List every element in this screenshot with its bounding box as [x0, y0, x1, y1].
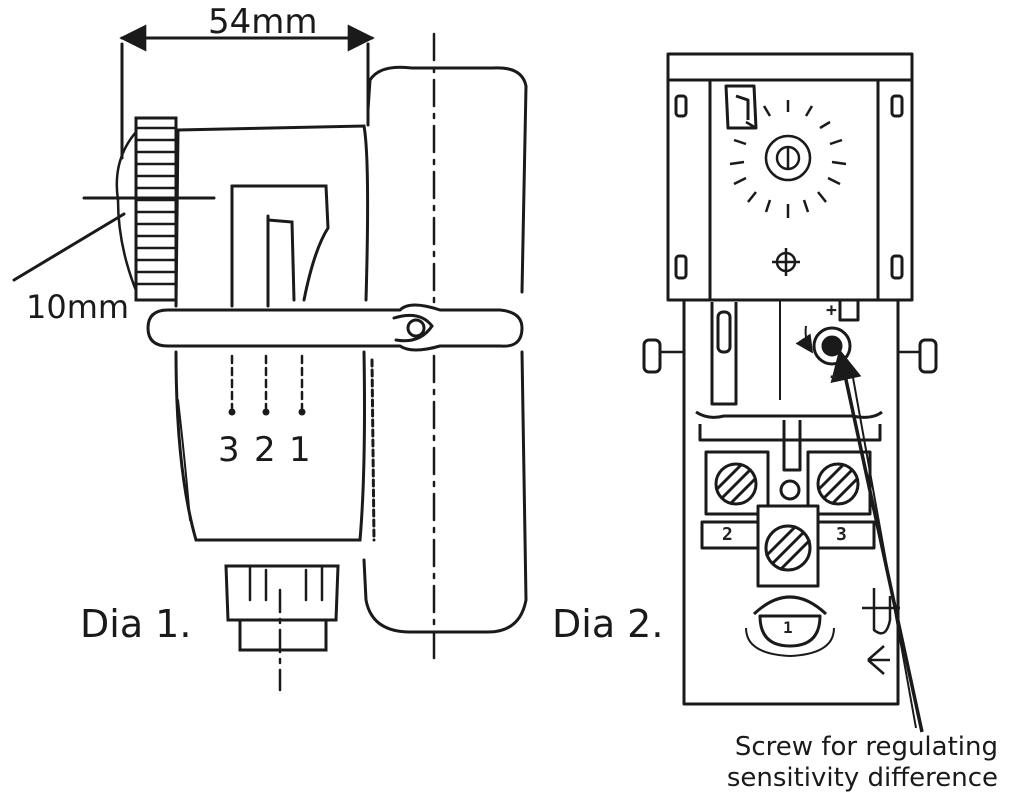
dimension-10mm-label: 10mm: [26, 288, 130, 326]
differential-screw: [795, 325, 852, 366]
pipe: [362, 32, 528, 664]
dia1-caption: Dia 1.: [80, 602, 192, 646]
screw-annotation-line2: sensitivity difference: [726, 763, 998, 793]
minus-sign: -: [828, 366, 839, 387]
annotation-leader: [830, 348, 924, 733]
dia2-caption: Dia 2.: [552, 602, 664, 646]
temperature-dial: [729, 100, 847, 276]
screw-annotation: Screw for regulating sensitivity differe…: [726, 732, 998, 794]
terminal-1-label: 1: [289, 430, 311, 470]
terminal-leads: [230, 354, 304, 410]
terminal-3-label: 3: [218, 430, 240, 470]
terminal-2-label: 2: [254, 430, 276, 470]
cable-gland: [224, 564, 340, 692]
pipe-clamp: [146, 303, 524, 352]
lower-body: [642, 300, 938, 706]
thermostat-body: [174, 124, 370, 542]
terminal-2-marker: 2: [722, 524, 733, 545]
terminal-screws: [700, 450, 876, 588]
dimension-54mm-label: 54mm: [208, 2, 318, 42]
top-housing: [666, 52, 914, 302]
terminal-3-marker: 3: [836, 524, 847, 545]
terminal-dots: [228, 408, 306, 416]
dia2-drawing: [642, 52, 938, 733]
dia1-drawing: [12, 24, 528, 692]
adjustment-knob: [12, 116, 216, 302]
terminal-1-marker: 1: [783, 618, 793, 637]
earth-terminal: [745, 588, 900, 675]
screw-annotation-line1: Screw for regulating: [734, 732, 998, 762]
plus-sign: +: [826, 300, 837, 321]
